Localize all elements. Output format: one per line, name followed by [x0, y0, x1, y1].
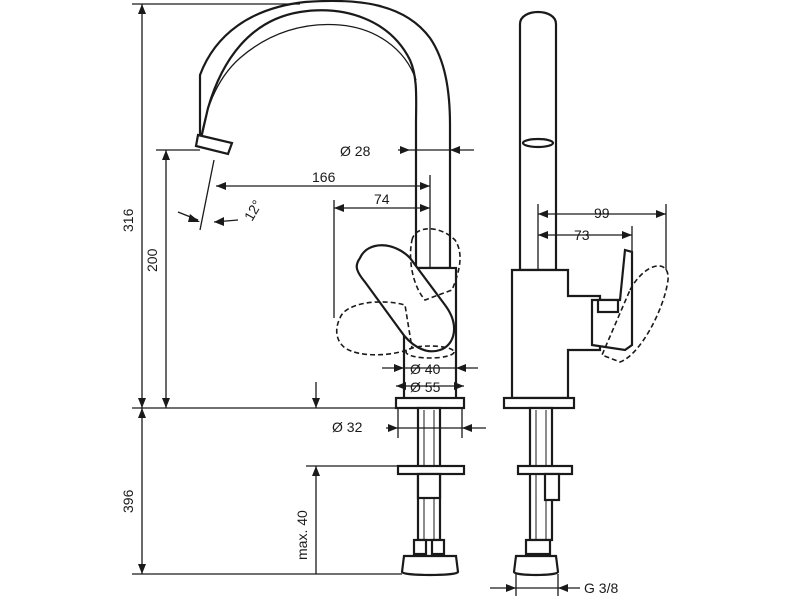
label-hole-diameter: Ø 32: [332, 419, 363, 435]
side-outlet: [521, 137, 555, 149]
side-view: [502, 11, 669, 577]
hose-connectors: [400, 554, 460, 577]
label-height-total: 316: [120, 208, 136, 232]
label-side-reach-inner: 73: [574, 227, 590, 243]
label-spout-angle: 12°: [241, 197, 265, 223]
lever-handle-alt-up: [409, 227, 461, 301]
label-handle-reach: 74: [374, 191, 390, 207]
mounting-plate: [396, 464, 466, 476]
label-spout-reach: 166: [312, 169, 336, 185]
label-max-thickness: max. 40: [294, 510, 310, 560]
front-view: [194, 0, 466, 577]
side-body: [510, 268, 602, 400]
label-body-diameter: Ø 40: [410, 361, 441, 377]
label-height-spout: 200: [144, 248, 160, 272]
faucet-base: [394, 396, 466, 410]
label-below-deck: 396: [120, 489, 136, 513]
label-base-diameter: Ø 55: [410, 379, 441, 395]
spout-outlet: [194, 133, 234, 156]
label-spout-diameter: Ø 28: [340, 143, 371, 159]
lever-handle: [355, 244, 456, 353]
label-side-reach-outer: 99: [594, 205, 610, 221]
label-connection-thread: G 3/8: [584, 580, 618, 596]
dimension-lines: [132, 3, 667, 596]
lever-handle-alt-side: [335, 301, 413, 356]
spout-arc: [198, 0, 452, 270]
